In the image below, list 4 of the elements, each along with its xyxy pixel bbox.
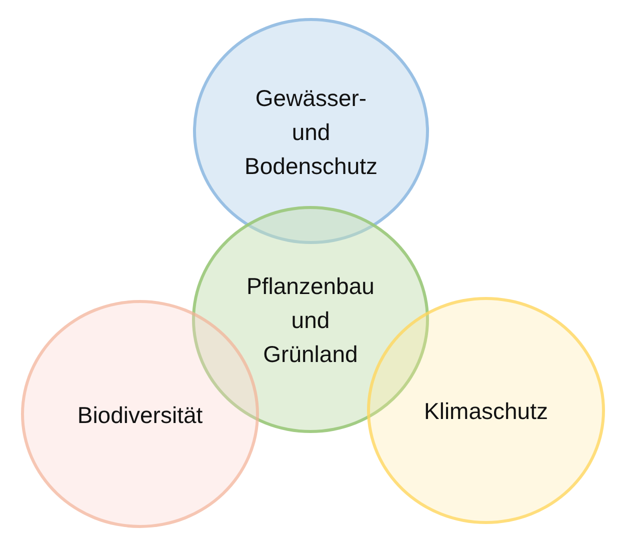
topic-label: Biodiversität [77,401,203,430]
topic-label: Gewässer- und Bodenschutz [244,84,378,181]
topic-label: Klimaschutz [424,396,548,426]
topic-label: Pflanzenbau und Grünland [246,272,374,368]
